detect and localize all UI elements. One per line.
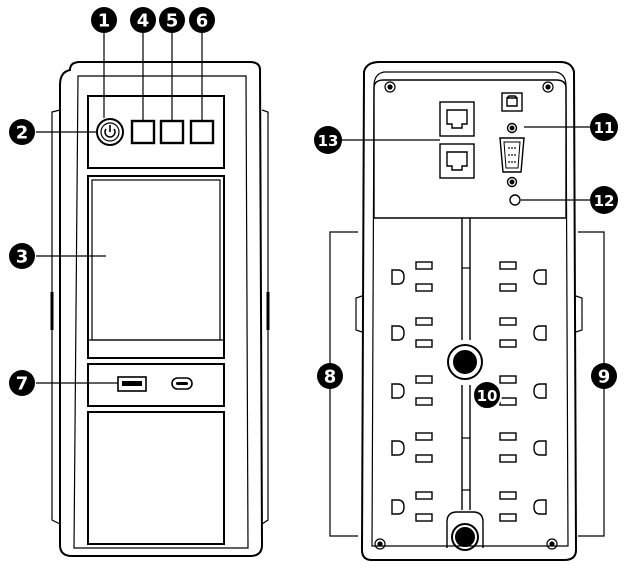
front-lower-panel — [87, 411, 225, 545]
outlet-icon — [391, 432, 433, 463]
callout-marker — [591, 363, 617, 389]
front-body-inner — [73, 75, 249, 549]
callout-rear-right-outlets: 9 — [591, 363, 617, 389]
front-body-outline — [59, 61, 264, 557]
rear-body-inner — [371, 71, 569, 547]
serial-port-icon — [499, 122, 525, 188]
screw-icon — [542, 81, 554, 93]
outlet-icon — [499, 317, 547, 348]
callout-marker — [314, 126, 342, 154]
callout-front-power: 1 — [91, 7, 117, 33]
screw-icon — [384, 81, 396, 93]
rear-view — [355, 61, 583, 561]
usb-a-port — [117, 376, 147, 392]
power-button — [96, 118, 124, 146]
front-button-b — [159, 119, 185, 145]
front-button-c — [189, 119, 215, 145]
callout-number: 9 — [598, 367, 611, 388]
rear-body-outline — [360, 61, 578, 561]
front-lcd-screen — [91, 179, 221, 341]
wiring-fault-indicator — [509, 194, 521, 206]
front-view — [50, 61, 270, 557]
callout-rear-breaker: 10 — [472, 380, 502, 410]
front-button-a — [130, 119, 156, 145]
rear-comm-panel — [373, 79, 567, 219]
outlet-icon — [499, 432, 547, 463]
leader-lines — [36, 30, 605, 537]
rear-side-right — [575, 295, 583, 333]
callout-marker — [317, 363, 343, 389]
callout-marker — [590, 113, 618, 141]
callout-marker — [130, 7, 156, 33]
callout-number: 5 — [166, 11, 179, 32]
circuit-breaker-icon — [447, 344, 483, 380]
usb-b-port-icon — [501, 92, 523, 112]
callout-rear-left-outlets: 8 — [317, 363, 343, 389]
outlet-icon — [391, 261, 433, 292]
callout-number: 10 — [477, 387, 498, 405]
power-icon — [104, 125, 116, 138]
front-control-panel — [87, 95, 225, 169]
rear-center-divider — [461, 218, 471, 510]
callout-number: 4 — [137, 11, 150, 32]
network-port-icon — [439, 143, 475, 179]
outlets — [391, 261, 547, 522]
callout-marker — [9, 243, 35, 269]
callout-front-button-b: 5 — [159, 7, 185, 33]
callout-front-button-c: 6 — [189, 7, 215, 33]
callout-number: 8 — [324, 367, 337, 388]
callout-number: 3 — [16, 247, 29, 268]
callout-marker — [159, 7, 185, 33]
screw-icon — [374, 538, 386, 550]
callout-number: 12 — [594, 192, 615, 210]
callout-rear-serial: 11 — [590, 113, 618, 141]
front-usb-panel — [87, 363, 225, 407]
screw-icon — [546, 538, 558, 550]
callout-number: 7 — [16, 374, 29, 395]
callout-marker — [472, 380, 502, 410]
callout-front-lcd: 3 — [9, 243, 35, 269]
network-port-icon — [439, 101, 475, 137]
rear-side-left — [355, 295, 363, 333]
callout-number: 11 — [594, 119, 615, 137]
power-cord-icon — [446, 511, 484, 551]
usb-c-port-inner — [176, 382, 188, 385]
outlet-icon — [391, 491, 433, 522]
front-lcd-frame — [87, 175, 225, 359]
callout-front-button-a: 4 — [130, 7, 156, 33]
callout-marker — [189, 7, 215, 33]
usb-c-port — [171, 377, 193, 390]
callout-front-usb: 7 — [9, 370, 35, 396]
callout-number: 1 — [98, 11, 111, 32]
callout-number: 2 — [16, 123, 29, 144]
callout-rear-wiring-fault: 12 — [590, 186, 618, 214]
callout-number: 13 — [318, 132, 339, 150]
callout-marker — [590, 186, 618, 214]
outlet-icon — [499, 375, 547, 406]
outlet-icon — [499, 261, 547, 292]
outlet-icon — [391, 317, 433, 348]
callout-marker — [9, 370, 35, 396]
callout-rear-network: 13 — [314, 126, 342, 154]
callout-marker — [91, 7, 117, 33]
callout-number: 6 — [196, 11, 209, 32]
callout-front-power-side: 2 — [9, 119, 35, 145]
power-button-ring — [100, 122, 120, 142]
outlet-icon — [499, 491, 547, 522]
callout-marker — [9, 119, 35, 145]
serial-pin-dots — [508, 147, 516, 163]
outlet-icon — [391, 375, 433, 406]
